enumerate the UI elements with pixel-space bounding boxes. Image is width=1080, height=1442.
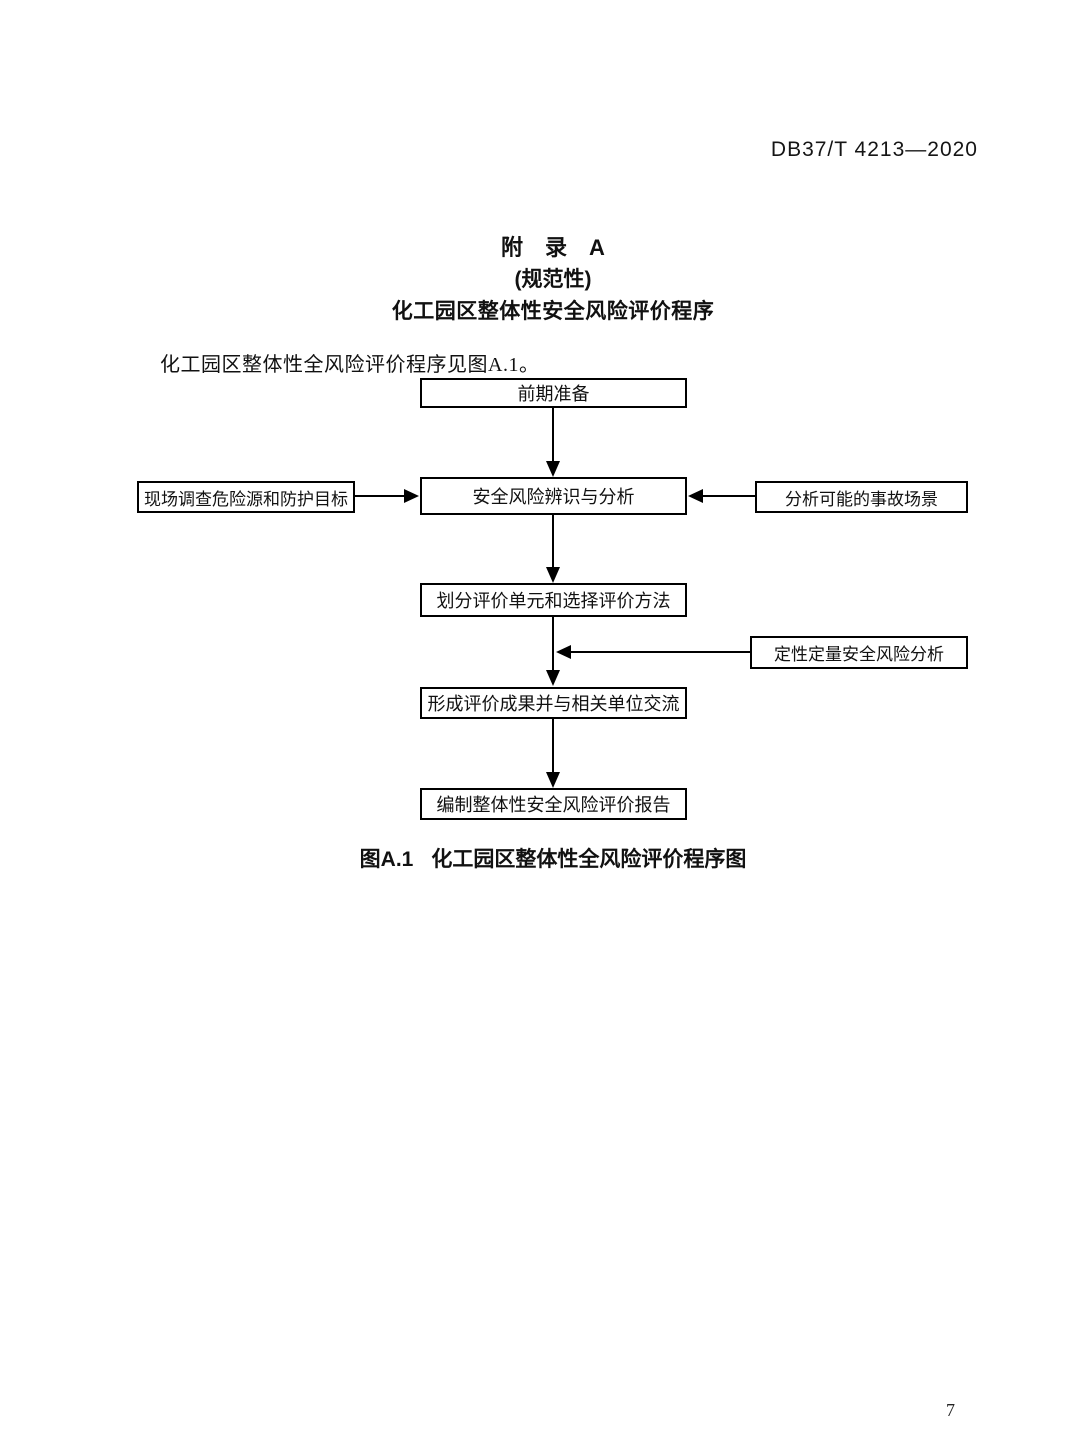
arrow-divide-to-results [546,617,560,686]
intro-paragraph: 化工园区整体性全风险评价程序见图A.1。 [160,354,540,376]
flow-node-accident-scenarios: 分析可能的事故场景 [755,481,968,513]
figure-caption: 图A.1 化工园区整体性全风险评价程序图 [26,843,1080,873]
flow-node-risk-analysis: 定性定量安全风险分析 [750,636,968,669]
arrow-scenario-to-identify [688,489,755,503]
flow-node-site-survey: 现场调查危险源和防护目标 [137,481,355,513]
appendix-heading: 化工园区整体性安全风险评价程序 [391,300,715,323]
document-code: DB37/T 4213—2020 [770,138,978,161]
arrow-results-to-report [546,719,560,788]
arrow-survey-to-identify [355,489,419,503]
figure-caption-label: 图A.1 [359,848,414,871]
flow-node-preparation: 前期准备 [420,378,687,408]
page-number: 7 [946,1400,955,1420]
appendix-title: 附 录 A [501,235,605,260]
figure-caption-text: 化工园区整体性全风险评价程序图 [431,848,747,871]
flow-node-evaluation-units: 划分评价单元和选择评价方法 [420,583,687,617]
flow-node-evaluation-results: 形成评价成果并与相关单位交流 [420,687,687,719]
flow-node-risk-identification: 安全风险辨识与分析 [420,477,687,515]
appendix-normative-label: (规范性) [514,268,592,291]
arrow-identify-to-divide [546,515,560,583]
arrow-analysis-to-flow [556,645,750,659]
flow-node-final-report: 编制整体性安全风险评价报告 [420,788,687,820]
arrow-prep-to-identify [546,408,560,477]
